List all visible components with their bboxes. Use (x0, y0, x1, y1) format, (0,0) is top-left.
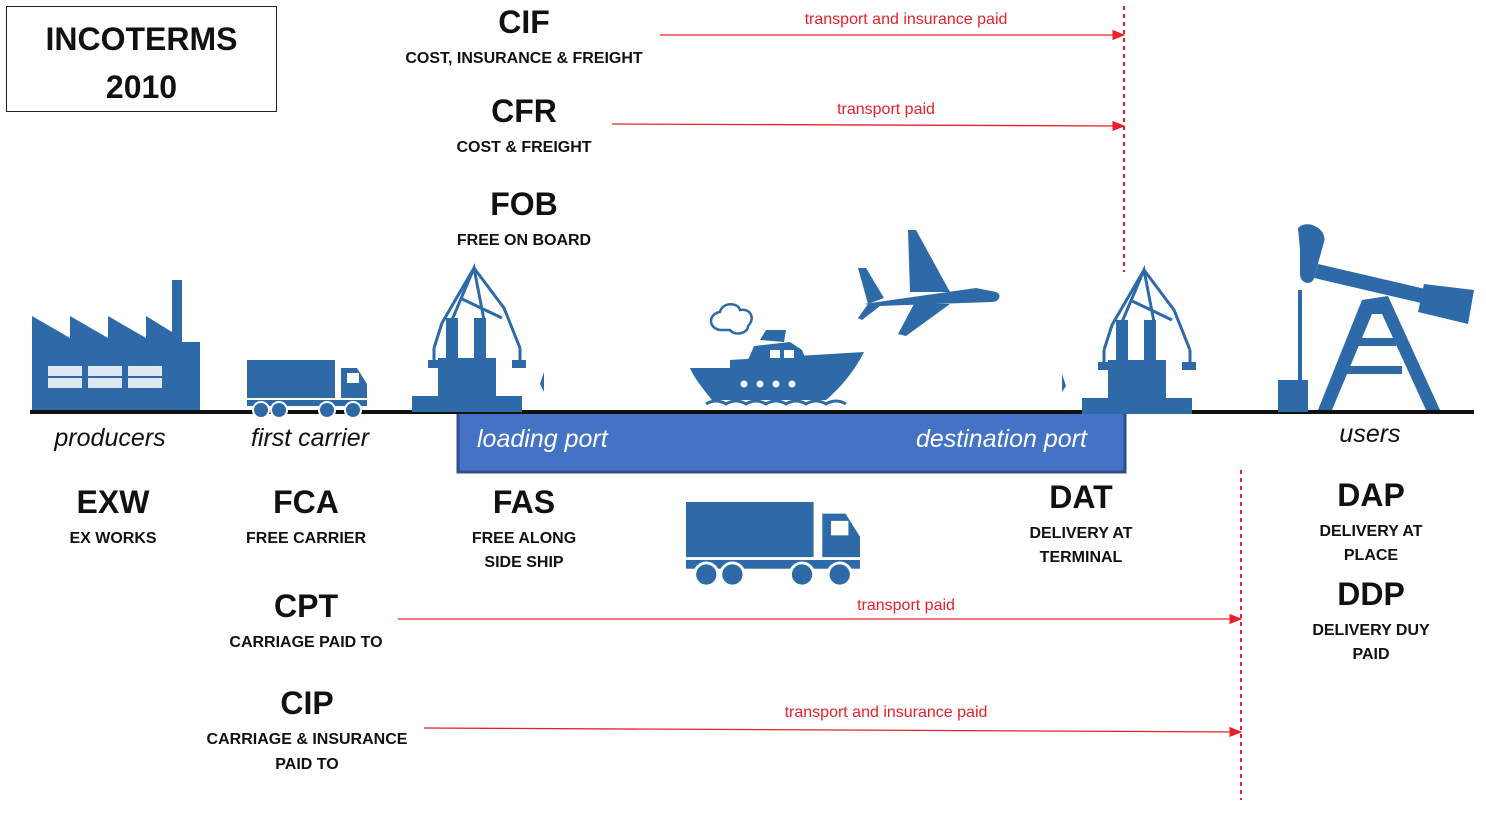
term-code-cif: CIF (498, 4, 550, 40)
term-desc-fas-line2: SIDE SHIP (484, 554, 564, 571)
crane-icon (410, 266, 528, 414)
term-code-ddp: DDP (1337, 576, 1405, 612)
term-desc-fas-line1: FREE ALONG (471, 530, 577, 547)
place-producers: producers (54, 424, 166, 452)
cfr-arrow (611, 120, 1126, 132)
arrow-label-cfr: transport paid (837, 101, 935, 118)
term-code-fas: FAS (492, 484, 556, 520)
term-desc-cip-line2: PAID TO (275, 756, 339, 773)
arrow-label-cip: transport and insurance paid (784, 704, 988, 721)
term-code-dap: DAP (1337, 477, 1405, 513)
title-box: INCOTERMS 2010 (6, 6, 277, 112)
title-line-1: INCOTERMS (45, 21, 238, 57)
term-desc-cif: COST, INSURANCE & FREIGHT (405, 50, 643, 67)
airplane-icon (858, 230, 1000, 336)
arrow-label-cif: transport and insurance paid (804, 11, 1008, 28)
term-desc-dap-line1: DELIVERY AT (1319, 523, 1423, 540)
term-code-fca: FCA (273, 484, 339, 520)
term-desc-dat-line1: DELIVERY AT (1029, 525, 1133, 542)
term-desc-ddp-line1: DELIVERY DUY (1312, 622, 1430, 639)
ship-icon (690, 303, 864, 406)
term-desc-dat-line2: TERMINAL (1039, 549, 1123, 566)
term-desc-exw: EX WORKS (69, 530, 157, 547)
term-code-cpt: CPT (274, 588, 338, 624)
term-desc-fca: FREE CARRIER (245, 530, 366, 547)
crane-icon (1080, 268, 1198, 416)
term-code-cip: CIP (280, 685, 334, 721)
title-line-2: 2010 (105, 69, 178, 105)
term-code-fob: FOB (490, 186, 558, 222)
term-desc-ddp-line2: PAID (1352, 646, 1390, 663)
truck-icon (246, 359, 368, 419)
cip-arrow (423, 726, 1243, 738)
term-code-cfr: CFR (491, 93, 557, 129)
factory-icon (32, 280, 200, 410)
oil-pump-icon (1278, 224, 1474, 412)
place-destination-port: destination port (916, 425, 1087, 453)
port-bar (456, 410, 1127, 474)
term-desc-cip-line1: CARRIAGE & INSURANCE (206, 731, 408, 748)
term-code-dat: DAT (1049, 479, 1113, 515)
place-loading-port: loading port (477, 425, 608, 453)
term-desc-cpt: CARRIAGE PAID TO (229, 634, 383, 651)
term-code-exw: EXW (76, 484, 150, 520)
arrow-label-cpt: transport paid (857, 597, 955, 614)
term-desc-dap-line2: PLACE (1343, 547, 1399, 564)
place-users: users (1339, 420, 1401, 448)
truck-icon (684, 500, 862, 588)
term-desc-cfr: COST & FREIGHT (456, 139, 592, 156)
term-desc-fob: FREE ON BOARD (456, 232, 592, 249)
place-first-carrier: first carrier (250, 424, 370, 452)
